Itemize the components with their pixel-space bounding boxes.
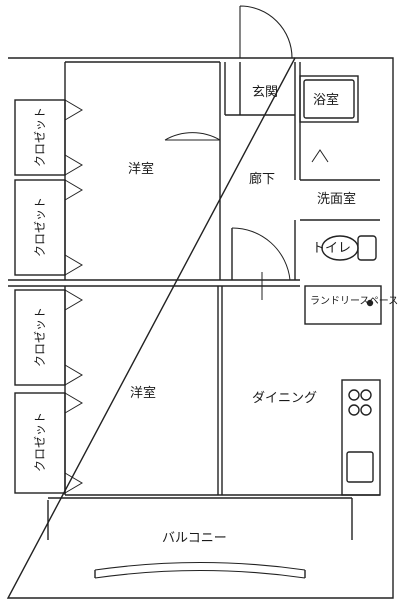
laundry-space-label: ランドリースペース (310, 296, 399, 307)
closet-label-3: クロゼット (33, 306, 48, 368)
top-room-door (164, 132, 221, 141)
toilet-label: トイレ (312, 241, 352, 256)
entrance-label: 玄関 (252, 85, 279, 100)
hallway-door (231, 227, 291, 281)
closet-label-4: クロゼット (33, 411, 48, 473)
bathroom-label: 浴室 (313, 93, 340, 108)
balcony-label: バルコニー (162, 531, 227, 546)
closet-label-2: クロゼット (33, 196, 48, 258)
closet-label-1: クロゼット (33, 106, 48, 168)
closet-3 (14, 289, 66, 386)
closet-4 (14, 392, 66, 494)
western-room-top-label: 洋室 (128, 162, 155, 177)
western-room-bottom-label: 洋室 (130, 386, 157, 401)
closet-1 (14, 99, 66, 176)
hallway-label: 廊下 (249, 172, 276, 187)
balcony-curve (94, 561, 306, 571)
entrance-door (239, 5, 293, 59)
closet-2 (14, 179, 66, 276)
dining-label: ダイニング (252, 391, 318, 406)
outer-wall (6, 57, 394, 599)
washroom-label: 洗面室 (317, 192, 357, 207)
